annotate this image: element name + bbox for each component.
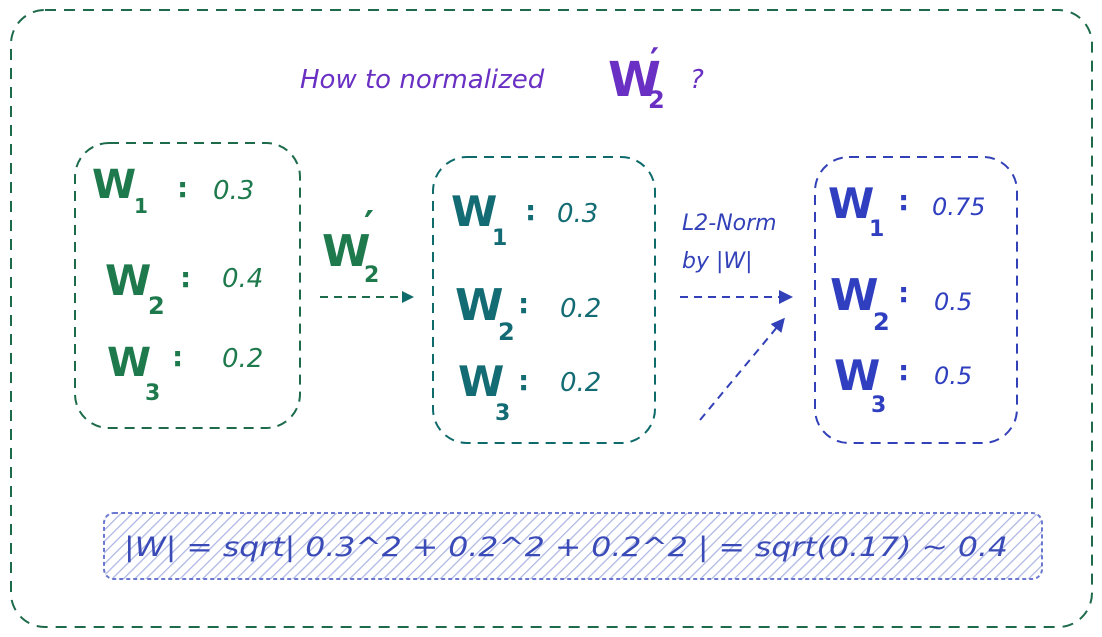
- arrow-l2-norm: L2-Norm by |W|: [680, 211, 793, 421]
- w3-value: 0.2: [560, 368, 601, 398]
- w1-symbol: W: [92, 162, 136, 208]
- w3-symbol: W: [107, 340, 151, 386]
- title-w-symbol: W: [608, 52, 661, 108]
- w2-symbol: W: [455, 280, 504, 331]
- formula-text: |W| = sqrt| 0.3^2 + 0.2^2 + 0.2^2 | = sq…: [124, 532, 1008, 563]
- arrow1-w-symbol: W: [322, 226, 371, 277]
- w1-value: 0.75: [932, 193, 985, 221]
- colon: :: [525, 194, 536, 227]
- arrow1-w-prime: ′: [364, 203, 374, 247]
- w3-value: 0.2: [222, 344, 263, 374]
- colon: :: [898, 184, 909, 217]
- formula-background: [103, 512, 1043, 580]
- w3-subscript: 3: [495, 401, 510, 426]
- w2-symbol: W: [830, 270, 879, 321]
- w1-subscript: 1: [869, 217, 884, 242]
- box-border: [74, 142, 301, 429]
- title: How to normalized W 2 ′ ?: [300, 41, 704, 114]
- w1-subscript: 1: [492, 226, 507, 251]
- w2-value: 0.2: [560, 294, 601, 324]
- colon: :: [898, 354, 909, 387]
- w2-subscript: 2: [498, 318, 515, 346]
- arrow1-w-subscript: 2: [364, 263, 379, 288]
- w1-symbol: W: [828, 179, 874, 228]
- w3-subscript: 3: [871, 393, 886, 418]
- colon: :: [518, 287, 529, 320]
- box-border: [432, 156, 656, 444]
- weights-box-updated: W 1 : 0.3 W 2 : 0.2 W 3 : 0.2: [432, 156, 656, 444]
- weights-box-original: W 1 : 0.3 W 2 : 0.4 W 3 : 0.2: [74, 142, 301, 429]
- title-text: How to normalized: [300, 65, 545, 95]
- w1-value: 0.3: [213, 176, 254, 206]
- w2-subscript: 2: [148, 292, 165, 320]
- colon: :: [180, 261, 191, 294]
- arrow-update-w2: W 2 ′: [320, 203, 414, 303]
- w3-symbol: W: [458, 357, 504, 406]
- weights-box-normalized: W 1 : 0.75 W 2 : 0.5 W 3 : 0.5: [814, 156, 1018, 444]
- w2-value: 0.4: [222, 264, 263, 294]
- box-border: [814, 156, 1018, 444]
- formula-box: |W| = sqrt| 0.3^2 + 0.2^2 + 0.2^2 | = sq…: [103, 512, 1043, 580]
- arrow3-line: [699, 317, 785, 421]
- arrow2-label-line1: L2-Norm: [682, 211, 777, 236]
- title-w-subscript: 2: [648, 86, 665, 114]
- w1-subscript: 1: [134, 194, 148, 218]
- w2-symbol: W: [105, 256, 151, 305]
- outer-frame: [10, 9, 1093, 628]
- w3-subscript: 3: [145, 381, 160, 406]
- title-w-prime: ′: [650, 41, 659, 81]
- arrow2-label-line2: by |W|: [682, 249, 753, 274]
- colon: :: [898, 276, 909, 309]
- title-question-mark: ?: [690, 65, 704, 95]
- w3-value: 0.5: [934, 362, 972, 390]
- w1-symbol: W: [451, 187, 497, 236]
- w2-subscript: 2: [873, 308, 890, 336]
- colon: :: [172, 340, 183, 373]
- w3-symbol: W: [834, 351, 880, 400]
- w1-value: 0.3: [557, 199, 598, 229]
- colon: :: [177, 171, 188, 204]
- colon: :: [518, 364, 529, 397]
- w2-value: 0.5: [934, 288, 972, 316]
